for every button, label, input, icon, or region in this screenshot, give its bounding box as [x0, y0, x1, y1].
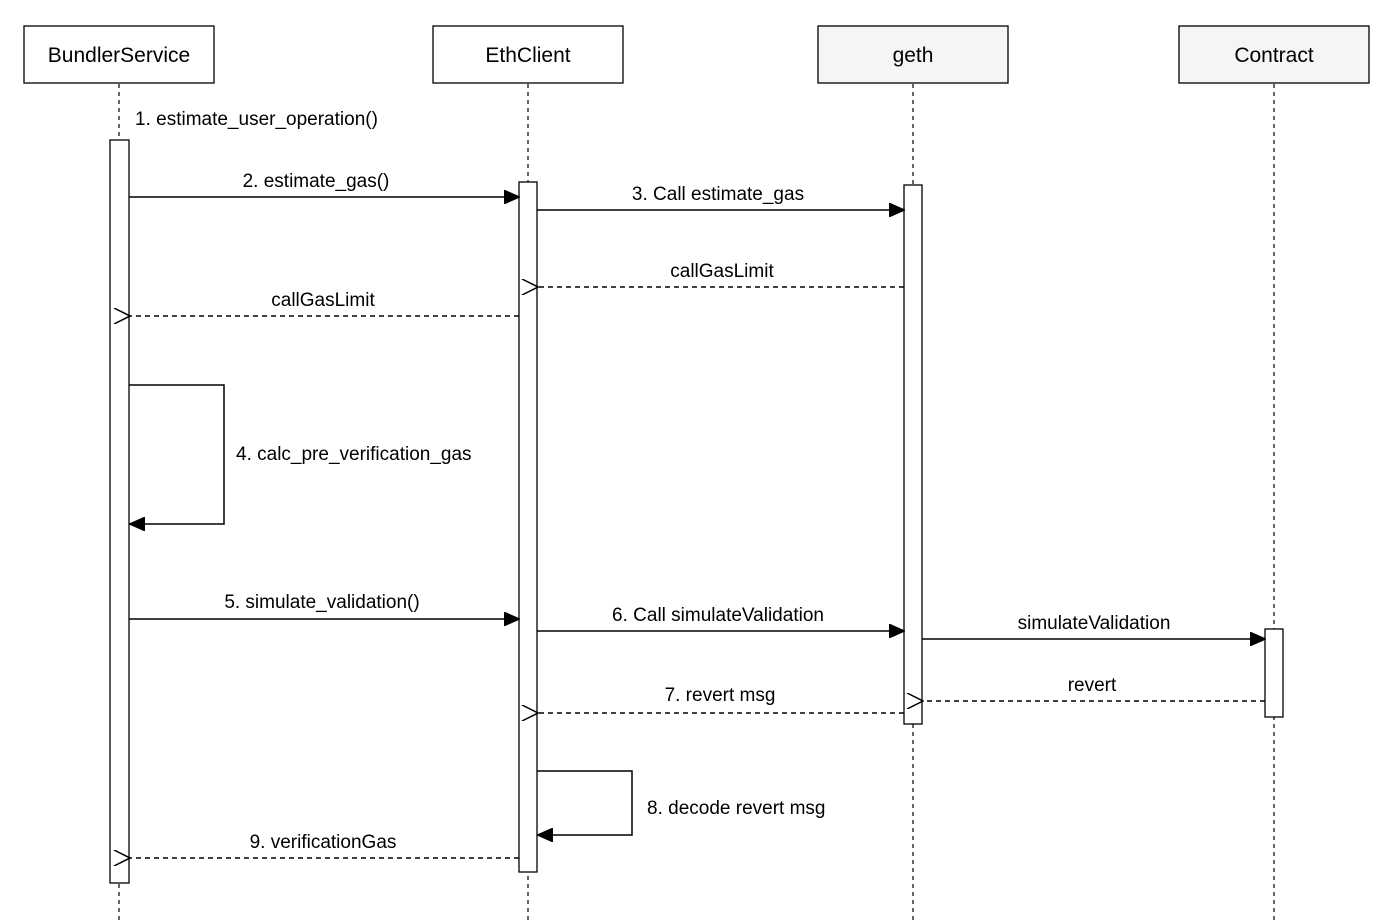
message-label: 2. estimate_gas(): [243, 171, 390, 192]
participant-bundler[interactable]: BundlerService: [23, 25, 215, 84]
message-5: callGasLimit: [130, 290, 519, 316]
activation-bundler: [109, 139, 130, 884]
message-12: 8. decode revert msg: [537, 770, 825, 835]
self-message-arrow: [537, 770, 633, 835]
message-label: 5. simulate_validation(): [224, 592, 419, 613]
participant-box: [1178, 25, 1370, 84]
message-label: 7. revert msg: [665, 685, 776, 706]
activation-geth: [903, 184, 923, 725]
message-label: callGasLimit: [271, 290, 375, 311]
participant-label: EthClient: [485, 44, 570, 67]
message-9: simulateValidation: [922, 613, 1265, 639]
participant-label: Contract: [1234, 44, 1314, 67]
message-8: 6. Call simulateValidation: [537, 605, 904, 631]
message-2: 2. estimate_gas(): [129, 171, 519, 197]
message-7: 5. simulate_validation(): [129, 592, 519, 619]
participant-box: [432, 25, 624, 84]
self-message-arrow: [129, 384, 225, 524]
message-label: simulateValidation: [1018, 613, 1171, 634]
participant-box: [817, 25, 1009, 84]
message-3: 3. Call estimate_gas: [537, 184, 904, 210]
participant-label: geth: [893, 44, 934, 67]
participant-box: [23, 25, 215, 84]
message-11: 7. revert msg: [538, 685, 904, 713]
message-13: 9. verificationGas: [130, 832, 519, 858]
message-label: 8. decode revert msg: [647, 798, 825, 819]
message-label: callGasLimit: [670, 261, 774, 282]
message-label: 9. verificationGas: [250, 832, 397, 853]
message-10: revert: [923, 675, 1265, 701]
message-label: 4. calc_pre_verification_gas: [236, 444, 472, 465]
message-label: 6. Call simulateValidation: [612, 605, 824, 626]
activation-contract: [1264, 628, 1284, 718]
message-6: 4. calc_pre_verification_gas: [129, 384, 472, 524]
participant-geth[interactable]: geth: [817, 25, 1009, 84]
participant-ethclient[interactable]: EthClient: [432, 25, 624, 84]
participant-contract[interactable]: Contract: [1178, 25, 1370, 84]
message-label: 3. Call estimate_gas: [632, 184, 804, 205]
message-label: revert: [1068, 675, 1117, 696]
message-4: callGasLimit: [538, 261, 904, 287]
activation-ethclient: [518, 181, 538, 873]
participant-label: BundlerService: [48, 44, 190, 67]
message-label-1: 1. estimate_user_operation(): [135, 109, 378, 130]
